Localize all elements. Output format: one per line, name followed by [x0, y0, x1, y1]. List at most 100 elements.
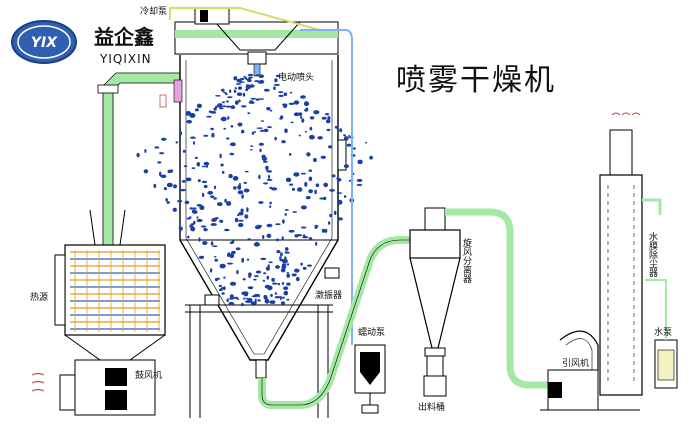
spray-droplet	[186, 119, 192, 124]
spray-droplet	[257, 299, 261, 302]
spray-droplet	[337, 199, 343, 205]
spray-droplet	[301, 118, 305, 123]
spray-droplet	[254, 298, 257, 303]
diagram-title: 喷雾干燥机	[396, 63, 556, 98]
spray-droplet	[282, 103, 288, 109]
spray-droplet	[238, 219, 244, 222]
spray-droplet	[229, 253, 235, 258]
spray-droplet	[284, 128, 288, 133]
spray-droplet	[321, 116, 327, 120]
spray-droplet	[166, 201, 170, 204]
spray-droplet	[210, 268, 213, 273]
spray-droplet	[331, 174, 336, 178]
spray-droplet	[187, 235, 190, 239]
spray-droplet	[228, 173, 233, 179]
spray-droplet	[177, 199, 183, 203]
spray-droplet	[284, 213, 287, 216]
spray-droplet	[249, 84, 255, 88]
spray-droplet	[233, 76, 238, 81]
heat-marks	[31, 372, 45, 392]
spray-droplet	[178, 224, 181, 227]
spray-droplet	[224, 198, 227, 203]
blower-motor-bottom	[105, 390, 127, 410]
spray-droplet	[298, 134, 301, 137]
spray-droplet	[315, 225, 319, 228]
peristaltic-pump	[354, 344, 386, 414]
spray-droplet	[229, 281, 237, 286]
spray-droplet	[224, 228, 230, 232]
spray-droplet	[249, 100, 254, 103]
spray-droplet	[222, 105, 227, 108]
spray-droplet	[275, 74, 281, 78]
spray-droplet	[172, 207, 177, 212]
spray-droplet	[329, 213, 332, 218]
spray-droplet	[283, 92, 288, 97]
cooling-pump-motor	[200, 10, 208, 22]
spray-droplet	[238, 222, 244, 228]
spray-droplet	[203, 184, 208, 189]
spray-droplet	[240, 303, 245, 307]
spray-droplet	[302, 266, 307, 270]
spray-droplet	[250, 97, 256, 100]
spray-droplet	[286, 263, 290, 266]
coolant-line	[169, 7, 321, 31]
company-logo: YIX 益企鑫 YIQIXIN	[11, 20, 154, 66]
spray-droplet	[190, 226, 196, 232]
spray-droplet	[284, 247, 289, 251]
spray-droplet	[223, 276, 226, 279]
spray-droplet	[278, 94, 284, 97]
spray-droplet	[237, 86, 243, 90]
spray-droplet	[281, 296, 285, 299]
spray-droplet	[246, 207, 249, 213]
spray-droplet	[280, 267, 286, 273]
spray-droplet	[343, 136, 349, 141]
spray-droplet	[300, 262, 303, 266]
spray-droplet	[274, 296, 281, 299]
spray-droplet	[265, 165, 269, 170]
spray-droplet	[328, 145, 333, 149]
spray-droplet	[184, 200, 190, 205]
spray-droplet	[293, 172, 300, 177]
spray-droplet	[260, 257, 267, 261]
spray-droplet	[231, 250, 236, 255]
spray-droplet	[357, 159, 363, 165]
spray-droplet	[203, 134, 209, 137]
spray-droplet	[336, 177, 341, 180]
cyclone-separator	[409, 207, 461, 397]
spray-droplet	[288, 102, 295, 106]
spray-droplet	[198, 255, 204, 259]
spray-droplet	[302, 236, 309, 239]
spray-droplet	[302, 234, 306, 237]
spray-droplet	[180, 188, 186, 192]
spray-droplet	[255, 270, 262, 274]
spray-droplet	[206, 115, 212, 118]
spray-droplet	[289, 152, 292, 156]
spray-droplet	[290, 121, 294, 124]
spray-droplet	[240, 208, 244, 213]
spray-droplet	[242, 92, 246, 97]
spray-droplet	[191, 209, 195, 214]
spray-droplet	[270, 294, 273, 297]
spray-droplet	[241, 257, 245, 263]
spray-droplet	[271, 187, 278, 191]
spray-droplet	[356, 183, 363, 186]
spray-droplet	[229, 142, 236, 147]
spray-droplet	[160, 174, 167, 178]
spray-droplet	[213, 185, 217, 190]
spray-droplet	[314, 189, 317, 195]
spray-droplet	[193, 141, 195, 145]
spray-droplet	[274, 136, 277, 141]
spray-droplet	[201, 225, 207, 228]
spray-droplet	[281, 236, 284, 241]
spray-droplet	[263, 295, 268, 300]
spray-droplet	[153, 183, 157, 188]
water-film-dust-remover	[599, 112, 662, 396]
spray-droplet	[258, 142, 264, 146]
spray-droplet	[261, 156, 268, 161]
spray-droplet	[283, 286, 289, 291]
spray-droplet	[229, 294, 234, 299]
spray-droplet	[286, 273, 291, 278]
spray-droplet	[196, 216, 199, 219]
water-pump	[645, 279, 678, 389]
